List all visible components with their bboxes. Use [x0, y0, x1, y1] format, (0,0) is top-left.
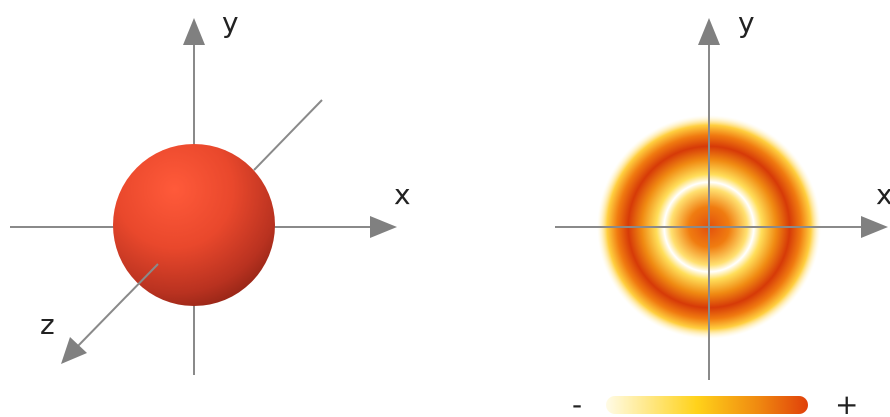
- y-axis-arrow: [183, 18, 205, 45]
- left-x-label: x: [394, 178, 411, 211]
- colorbar: [606, 396, 808, 414]
- z-axis-arrow: [61, 337, 87, 364]
- right-diagram: y x - +: [555, 6, 890, 417]
- z-axis-back: [253, 99, 323, 171]
- left-diagram: y x z: [10, 6, 411, 375]
- x-axis-arrow: [370, 216, 397, 238]
- sphere: [113, 144, 275, 306]
- colorbar-legend: - +: [572, 388, 858, 417]
- colorbar-max-label: +: [835, 388, 858, 417]
- right-x-label: x: [876, 178, 890, 211]
- right-y-axis-arrow: [698, 18, 720, 45]
- right-x-axis-arrow: [861, 216, 888, 238]
- left-y-label: y: [222, 6, 239, 39]
- left-z-label: z: [40, 308, 55, 341]
- colorbar-min-label: -: [572, 388, 582, 417]
- right-y-label: y: [738, 6, 755, 39]
- z-axis-front: [75, 263, 159, 349]
